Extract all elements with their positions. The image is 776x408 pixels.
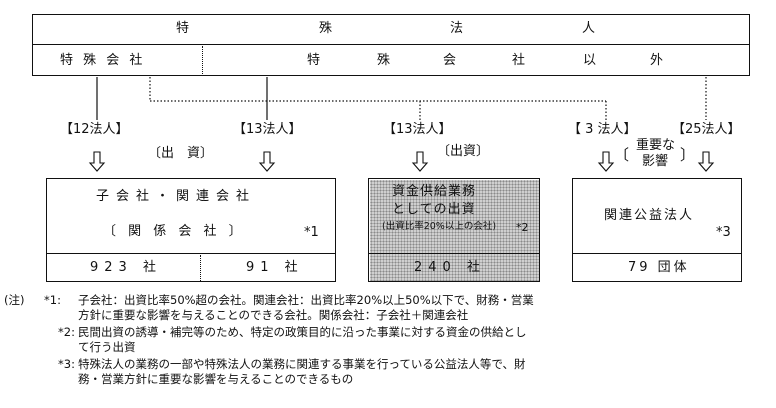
note-3-line2: 務・営業方針に重要な影響を与えることのできるもの (78, 372, 354, 386)
note-1-line1: 子会社：出資比率50%超の会社。関連会社：出資比率20%以上50%以下で、財務・… (78, 293, 534, 307)
investment-label: 〔出 資〕 (148, 146, 214, 161)
funding-box-divider (368, 253, 540, 254)
count-label-13-subsidiary: 【13法人】 (233, 122, 302, 137)
funding-line3: (出資比率20%以上の会社) (382, 221, 497, 232)
header-title-char-2: 殊 (319, 21, 333, 36)
arrow-icon-13b (411, 151, 429, 172)
funding-footnote-mark: *2 (516, 221, 529, 234)
arrow-icon-3 (597, 151, 615, 172)
special-corporations-header (32, 14, 750, 76)
header-other-char-6: 外 (650, 53, 664, 68)
subsidiary-box-dotted-divider (200, 255, 201, 281)
note-2-line1: 民間出資の誘導・補完等のため、特定の政策目的に沿った事業に対する資金の供給とし (78, 325, 527, 339)
header-inner-dotted-divider (202, 46, 203, 74)
influence-bracket-right: 〕 (680, 146, 696, 164)
header-other-char-3: 会 (443, 53, 457, 68)
note-1-mark: *1: (44, 293, 61, 307)
count-label-25: 【25法人】 (672, 122, 741, 137)
influence-label-line2: 影響 (642, 154, 669, 169)
arrow-icon-12 (88, 151, 106, 172)
note-1-line2: 方針に重要な影響を与えることのできる会社。関係会社：子会社＋関連会社 (78, 308, 469, 322)
note-3-mark: *3: (58, 357, 75, 371)
header-title-char-1: 特 (176, 21, 190, 36)
header-other-char-1: 特 (307, 53, 321, 68)
count-label-12: 【12法人】 (60, 122, 129, 137)
public-box-divider (572, 253, 742, 254)
investment-label-funding: 〔出資〕 (437, 144, 490, 159)
public-interest-title: 関連公益法人 (604, 208, 695, 223)
funding-box-shaded-area (369, 179, 539, 281)
influence-label-line1: 重要な (636, 138, 676, 153)
affiliate-count: 91 社 (246, 260, 304, 275)
funding-line2: としての出資 (392, 202, 476, 217)
notes-heading: (注) (4, 293, 25, 307)
subsidiary-related-label: 〔 関 係 会 社 〕 (103, 224, 246, 239)
public-count: 79 団体 (628, 260, 690, 275)
funding-line1: 資金供給業務 (392, 184, 477, 199)
influence-bracket-left: 〔 (614, 146, 630, 164)
subsidiary-footnote-mark: *1 (304, 225, 319, 240)
subsidiary-box-divider (46, 253, 336, 254)
header-divider (32, 44, 750, 45)
note-2-mark: *2: (58, 325, 75, 339)
subsidiary-affiliate-box (46, 178, 336, 282)
header-title-char-4: 人 (582, 21, 596, 36)
header-other-char-5: 以 (583, 53, 597, 68)
header-special-company-label: 特 殊 会 社 (60, 53, 146, 68)
header-other-char-2: 殊 (377, 53, 391, 68)
public-footnote-mark: *3 (716, 225, 731, 240)
note-3-line1: 特殊法人の業務の一部や特殊法人の業務に関連する事業を行っている公益法人等で、財 (78, 357, 526, 371)
subsidiary-count: 923 社 (90, 260, 162, 275)
header-title-char-3: 法 (450, 21, 464, 36)
count-label-13-funding: 【13法人】 (383, 122, 452, 137)
arrow-icon-25 (697, 151, 715, 172)
note-2-line2: て行う出資 (78, 340, 136, 354)
funding-count: 240 社 (414, 260, 486, 275)
arrow-icon-13a (258, 151, 276, 172)
header-other-char-4: 社 (512, 53, 526, 68)
related-public-interest-box (572, 178, 742, 282)
subsidiary-title: 子会社・関連会社 (96, 189, 257, 204)
count-label-3: 【 3 法人】 (568, 122, 637, 137)
